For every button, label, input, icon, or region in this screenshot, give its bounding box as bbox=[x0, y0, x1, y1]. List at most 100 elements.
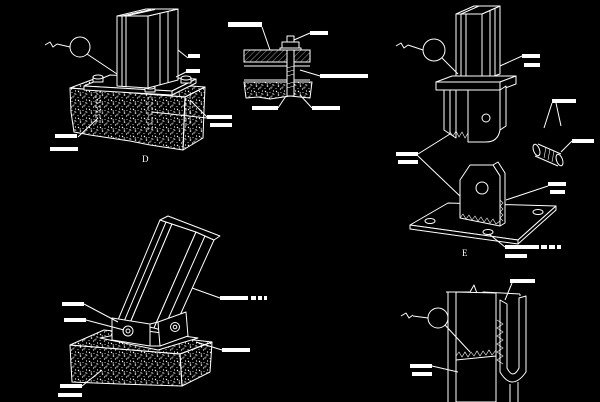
clip-bolt-head bbox=[170, 322, 180, 332]
callout-leader-line bbox=[431, 365, 459, 373]
callout-label-bar bbox=[398, 160, 418, 164]
bolt-section-detail bbox=[228, 22, 368, 110]
callout-leader-line bbox=[83, 303, 119, 323]
callout-leader-line bbox=[417, 155, 463, 199]
callout-leader-line bbox=[560, 140, 573, 153]
callout-label-bar bbox=[550, 190, 565, 194]
callout-label-bar bbox=[548, 182, 566, 186]
weld-all-around-circle bbox=[69, 36, 91, 58]
weld-reference-line bbox=[412, 315, 429, 319]
weld-seam bbox=[455, 349, 497, 358]
callout-label-bar bbox=[264, 296, 267, 300]
cap-plate-front bbox=[435, 81, 501, 91]
callout-leader-line bbox=[189, 99, 208, 118]
detail-letter-d: D bbox=[142, 154, 149, 164]
callout-label-bar bbox=[510, 279, 535, 283]
callout-leader-line bbox=[175, 71, 187, 78]
callout-leader-line bbox=[81, 369, 103, 387]
callout-label-bar bbox=[505, 245, 539, 249]
callout-label-bar bbox=[412, 372, 432, 376]
inclined-column-callouts bbox=[58, 287, 267, 397]
column-top bbox=[455, 5, 501, 15]
callout-label-bar bbox=[207, 115, 232, 119]
weld-all-around-circle bbox=[422, 38, 446, 62]
weld-leader-line bbox=[444, 324, 471, 353]
clip-plate-edge bbox=[149, 321, 159, 325]
callout-leader-line bbox=[543, 102, 553, 129]
callout-leader-line bbox=[555, 102, 562, 127]
callout-label-bar bbox=[64, 318, 86, 322]
clip-bolt-shank bbox=[172, 324, 178, 330]
steel-column bbox=[455, 5, 501, 81]
strap-connection-detail bbox=[400, 279, 535, 402]
column-front-face bbox=[455, 13, 483, 81]
callout-leader-line bbox=[191, 287, 221, 299]
callout-label-bar bbox=[258, 296, 262, 300]
callout-leader-line bbox=[299, 94, 313, 109]
weld-arrow-tail bbox=[44, 41, 58, 48]
column-side-face bbox=[147, 8, 179, 89]
callout-label-bar bbox=[186, 69, 200, 73]
detail-e-column-connection bbox=[395, 5, 594, 199]
callout-leader-line bbox=[195, 341, 223, 351]
callout-label-bar bbox=[220, 296, 248, 300]
gusset-plate-right-edge bbox=[499, 85, 507, 131]
cap-plate-side bbox=[499, 75, 517, 91]
anchor-bolts bbox=[95, 90, 191, 130]
column-channel-profile bbox=[460, 5, 480, 15]
anchor-hole bbox=[424, 218, 436, 224]
anchor-nut-top bbox=[180, 75, 192, 81]
callout-leader-line bbox=[417, 133, 451, 155]
weld-leader-line bbox=[441, 57, 459, 75]
weld-seam bbox=[459, 213, 501, 225]
weld-symbol-d bbox=[44, 36, 118, 75]
callout-leader-line bbox=[293, 32, 311, 41]
callout-label-bar bbox=[50, 147, 78, 151]
detail-d-column-base: D bbox=[44, 8, 232, 164]
anchor-hole bbox=[482, 229, 494, 235]
gusset-plate-right bbox=[467, 89, 501, 143]
bolt-outline bbox=[534, 155, 559, 167]
callout-leader-line bbox=[299, 69, 321, 77]
column-side-face bbox=[481, 5, 501, 81]
bolt-outline bbox=[537, 143, 562, 155]
callout-label-bar bbox=[572, 139, 594, 143]
callout-label-bar bbox=[549, 245, 555, 249]
callout-leader-line bbox=[151, 111, 208, 119]
bolt-nut bbox=[281, 41, 300, 49]
column-flange-line bbox=[162, 235, 206, 331]
weld-seam bbox=[496, 319, 504, 365]
inclined-column-base bbox=[58, 215, 267, 397]
callout-label-bar bbox=[228, 22, 262, 27]
callout-leader-line bbox=[77, 117, 99, 138]
column-channel-profile bbox=[121, 9, 152, 17]
clip-bolt-head bbox=[122, 325, 134, 337]
callout-label-bar bbox=[396, 152, 418, 156]
callout-leader-line bbox=[499, 55, 523, 67]
anchor-bolt-thread bbox=[95, 97, 101, 117]
bolt-thread bbox=[543, 146, 555, 163]
detail-letter-e: E bbox=[462, 248, 468, 258]
callout-label-bar bbox=[188, 54, 200, 58]
loose-bolt bbox=[532, 143, 564, 167]
callout-label-bar bbox=[505, 254, 527, 258]
callout-leader-line bbox=[504, 282, 513, 301]
concrete-pedestal-side bbox=[179, 341, 213, 387]
detail-e-base-plate: E bbox=[409, 161, 566, 258]
hanging-gusset-brackets bbox=[443, 85, 507, 143]
column-channel-profile bbox=[125, 9, 156, 17]
callout-leader-line bbox=[85, 319, 125, 331]
weld-all-around-circle bbox=[427, 307, 449, 329]
bolt-end bbox=[555, 153, 564, 167]
u-strap-outer bbox=[499, 295, 527, 383]
inclined-steel-column bbox=[117, 215, 221, 334]
anchor-bolt-section bbox=[279, 35, 302, 97]
callout-leader-line bbox=[261, 26, 271, 51]
weld-arrow-tail bbox=[395, 42, 409, 49]
anchor-nut-top bbox=[92, 74, 104, 80]
weld-reference-line bbox=[56, 43, 71, 48]
callout-label-bar bbox=[541, 245, 547, 249]
callout-leader-line bbox=[177, 49, 189, 59]
callout-label-bar bbox=[410, 364, 432, 368]
